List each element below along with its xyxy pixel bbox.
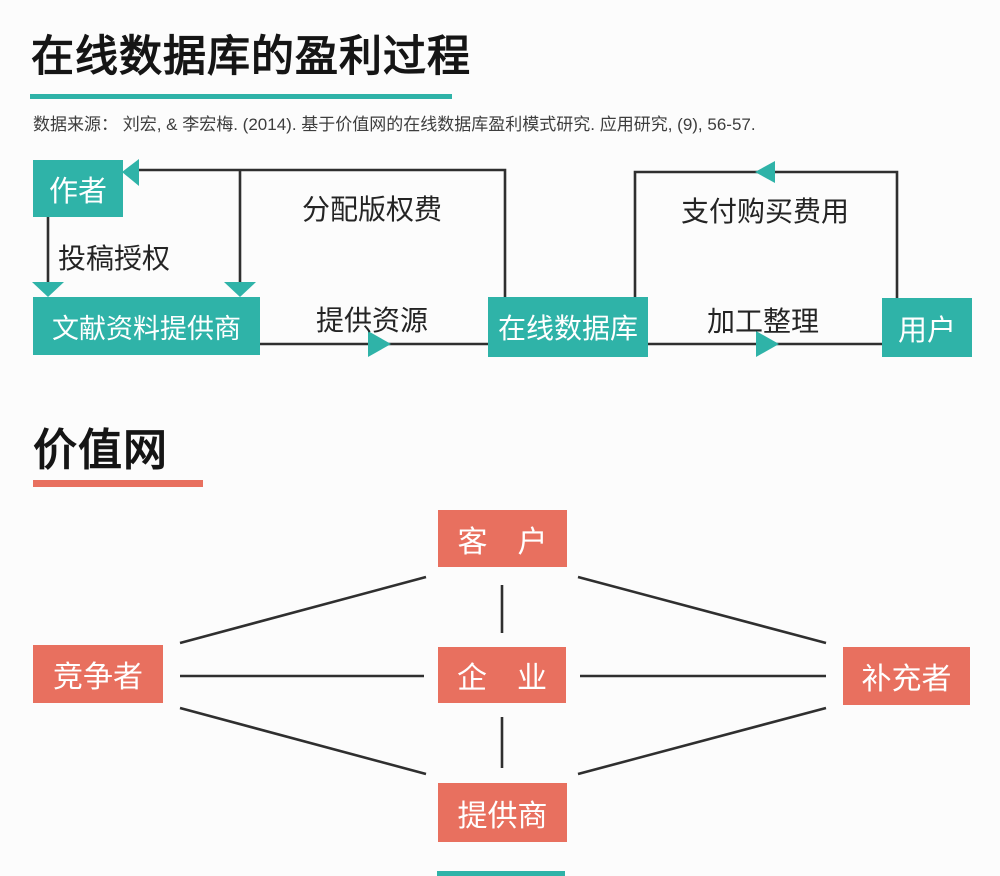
arrow-left-into-author-icon — [122, 159, 139, 186]
edge-label-distribute-royalties: 分配版权费 — [302, 194, 443, 225]
page-title: 在线数据库的盈利过程 — [31, 33, 471, 81]
arrow-right-process-icon — [756, 331, 779, 357]
section-title-underline — [33, 480, 203, 487]
network-node-competitor: 竞争者 — [33, 645, 163, 703]
network-node-enterprise: 企 业 — [438, 647, 566, 703]
arrow-left-pay-icon — [755, 161, 775, 183]
edge-label-submit-authorization: 投稿授权 — [58, 243, 171, 274]
flow-node-database: 在线数据库 — [488, 297, 648, 357]
data-source-citation: 数据来源： 刘宏, & 李宏梅. (2014). 基于价值网的在线数据库盈利模式… — [33, 115, 756, 134]
network-node-customer: 客 户 — [438, 510, 567, 567]
flow-node-author: 作者 — [33, 160, 123, 217]
edge-royalty-line — [128, 168, 507, 297]
edge-label-pay-purchase-fee: 支付购买费用 — [681, 196, 850, 227]
network-node-complementor: 补充者 — [843, 647, 970, 705]
link-customer-complementor — [577, 575, 827, 645]
arrow-right-resource-icon — [368, 331, 391, 357]
link-complementor-supplier — [577, 706, 827, 776]
arrow-down-into-provider-right-icon — [224, 282, 256, 297]
bottom-cropped-box-edge — [437, 871, 565, 876]
link-customer-competitor — [179, 575, 427, 645]
edge-label-processing: 加工整理 — [707, 306, 820, 337]
network-node-supplier: 提供商 — [438, 783, 567, 842]
section-title-value-network: 价值网 — [33, 426, 168, 475]
arrow-down-into-provider-left-icon — [32, 282, 64, 297]
edge-label-provide-resources: 提供资源 — [316, 305, 429, 336]
title-underline — [30, 94, 452, 99]
flow-node-user: 用户 — [882, 298, 972, 357]
flow-node-provider: 文献资料提供商 — [33, 297, 260, 355]
link-competitor-supplier — [179, 706, 427, 776]
